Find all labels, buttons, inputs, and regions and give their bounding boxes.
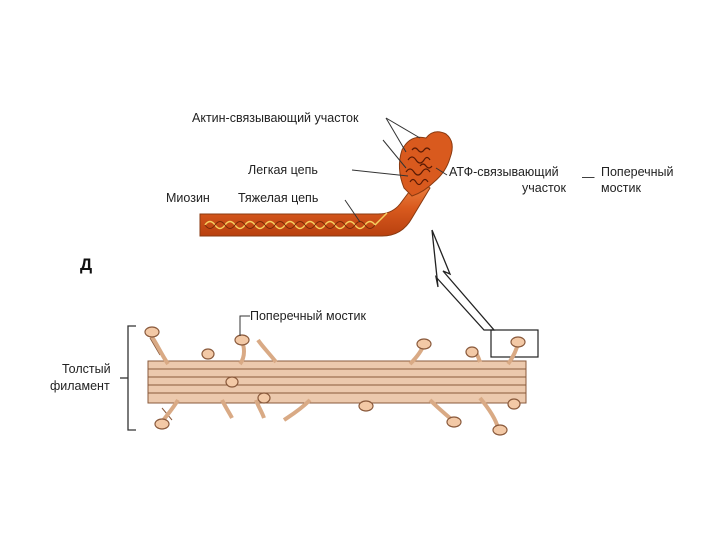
thick-filament [145, 327, 526, 435]
zoom-arrow [432, 230, 494, 330]
actin-binding-site-label: Актин-связывающий участок [192, 111, 359, 125]
crossbridge-label-2: мостик [601, 181, 642, 195]
panel-letter: Д [80, 255, 92, 274]
light-chain-label: Легкая цепь [248, 163, 318, 177]
myosin-head [399, 132, 452, 196]
thick-filament-label-2: филамент [50, 379, 110, 393]
crossbridge-label-1: Поперечный [601, 165, 674, 179]
thick-filament-bracket [128, 326, 136, 430]
myosin-label: Миозин [166, 191, 210, 205]
crossbridge-leader [240, 316, 250, 336]
dash-separator: — [582, 170, 595, 184]
thick-filament-label-1: Толстый [62, 362, 111, 376]
atp-binding-site-label-2: участок [522, 181, 567, 195]
myosin-molecule [200, 132, 452, 236]
crossbridge-bottom-label: Поперечный мостик [250, 309, 367, 323]
heavy-chain-label: Тяжелая цепь [238, 191, 318, 205]
atp-binding-site-label-1: АТФ-связывающий [449, 165, 559, 179]
myosin-tail [200, 180, 430, 236]
